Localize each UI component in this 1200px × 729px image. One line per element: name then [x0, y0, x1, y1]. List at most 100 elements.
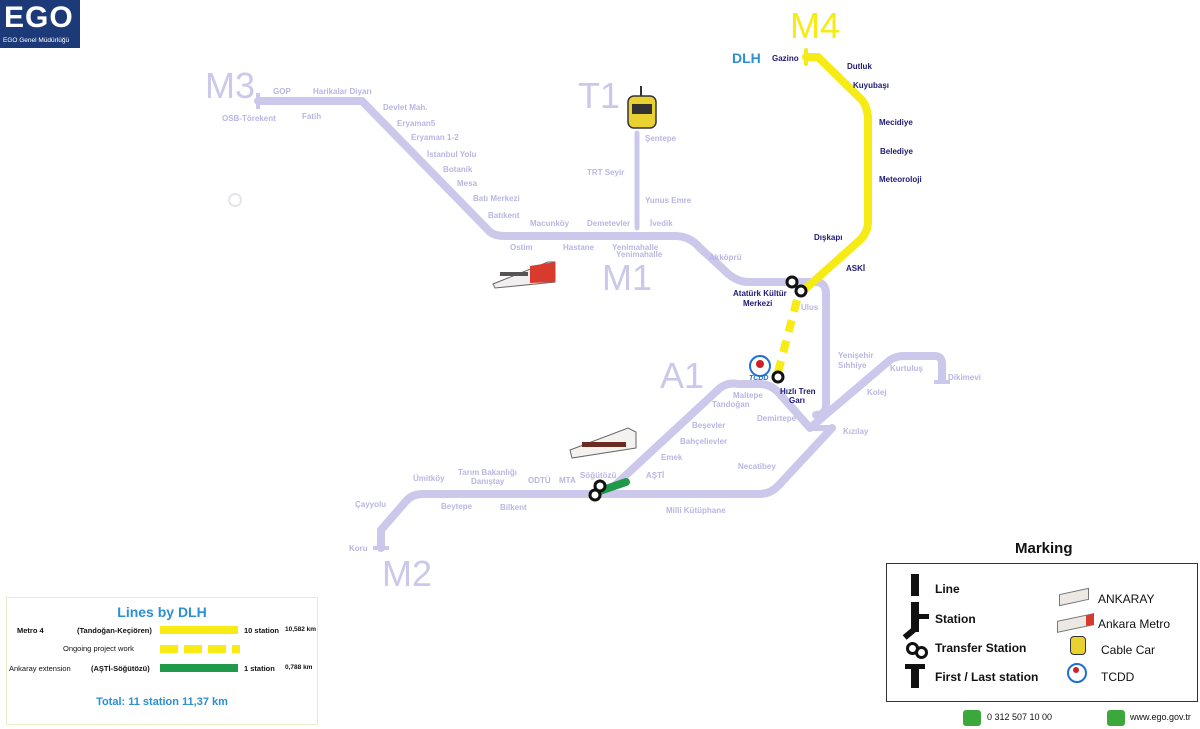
station-label: Ostim — [510, 243, 533, 252]
station-label: Kolej — [867, 388, 887, 397]
station-label: Batı Merkezi — [473, 194, 520, 203]
first-last-symbol-icon — [911, 664, 919, 688]
legend-first-last: First / Last station — [935, 670, 1039, 684]
station-label: Tarım Bakanlığı — [458, 468, 517, 477]
transfer-symbol-icon — [902, 626, 918, 640]
row-name: Ongoing project work — [63, 644, 134, 653]
station-label: MTA — [559, 476, 576, 485]
station-label: Ümitköy — [413, 474, 445, 483]
metro-icon — [1057, 613, 1094, 633]
line-symbol-icon — [911, 574, 919, 596]
station-label: Milli Kütüphane — [666, 506, 726, 515]
line-label-m1: M1 — [602, 257, 652, 298]
station-label: Gazino — [772, 54, 799, 63]
station-label: Akköprü — [709, 253, 742, 262]
station-label: Fatih — [302, 112, 321, 121]
m1-line — [486, 228, 830, 419]
row-route: (AŞTİ-Söğütözü) — [91, 664, 150, 673]
legend-line: Line — [935, 582, 960, 596]
line-label-m2: M2 — [382, 553, 432, 594]
station-label: OSB-Törekent — [222, 114, 276, 123]
phone-icon — [963, 710, 981, 726]
station-label: Yenimahalle — [612, 243, 659, 252]
station-label: Macunköy — [530, 219, 570, 228]
panel-title: Lines by DLH — [117, 604, 207, 620]
panel-row-ongoing: Ongoing project work — [7, 644, 317, 658]
logo-brand: EGO — [4, 1, 74, 34]
panel-total: Total: 11 station 11,37 km — [96, 696, 228, 708]
row-stations: 1 station — [244, 664, 275, 673]
line-label-t1: T1 — [578, 75, 620, 116]
station-label: Çayyolu — [355, 500, 386, 509]
ankaray-icon — [1059, 587, 1089, 607]
row-swatch-dash — [208, 645, 226, 653]
row-swatch-dash — [232, 645, 240, 653]
station-label: Bilkent — [500, 503, 527, 512]
station-label: Emek — [661, 453, 683, 462]
station-label: TRT Seyir — [587, 168, 624, 177]
station-label: Dutluk — [847, 62, 872, 71]
station-label: Tandoğan — [712, 400, 750, 409]
station-label: Koru — [349, 544, 368, 553]
email-icon — [1107, 710, 1125, 726]
station-label: Danıştay — [471, 477, 505, 486]
station-label: Beşevler — [692, 421, 725, 430]
station-label: Maltepe — [733, 391, 763, 400]
tcdd-icon — [1067, 663, 1087, 683]
station-label: ASKİ — [846, 264, 865, 273]
line-label-a1: A1 — [660, 355, 704, 396]
station-label: GOP — [273, 87, 291, 96]
station-label: Kuyubaşı — [853, 81, 889, 90]
row-name: Ankaray extension — [9, 664, 71, 673]
row-stations: 10 station — [244, 626, 280, 635]
metro-train-icon — [492, 261, 556, 289]
station-label: Yunus Emre — [645, 196, 692, 205]
station-label: İstanbul Yolu — [427, 150, 477, 159]
station-label: Belediye — [880, 147, 913, 156]
station-label: Hastane — [563, 243, 595, 252]
station-label: Yenişehir — [838, 351, 874, 360]
m2-line — [377, 424, 836, 552]
footer-web[interactable]: www.ego.gov.tr — [1130, 712, 1191, 722]
station-label: Dikimevi — [948, 373, 981, 382]
marking-legend: Line Station Transfer Station First / La… — [886, 563, 1198, 702]
transfer-stations — [588, 275, 808, 502]
panel-row-ankaray: Ankaray extension (AŞTİ-Söğütözü) 1 stat… — [7, 664, 317, 678]
ankaray-train-icon — [569, 427, 637, 459]
station-label: Mecidiye — [879, 118, 913, 127]
station-label: Söğütözü — [580, 471, 617, 480]
m4-network — [773, 48, 872, 378]
m4-line — [800, 53, 872, 294]
row-swatch-green — [160, 664, 238, 672]
station-label: Batıkent — [488, 211, 520, 220]
station-label: Mesa — [457, 179, 478, 188]
legend-metro: Ankara Metro — [1098, 617, 1171, 631]
existing-network — [254, 97, 946, 552]
legend-title: Marking — [1015, 540, 1073, 557]
station-label: Atatürk Kültür — [733, 289, 787, 298]
tcdd-icon: TCDD — [749, 355, 771, 382]
footer-phone: 0 312 507 10 00 — [987, 712, 1053, 722]
station-label: Dışkapı — [814, 233, 842, 242]
station-label: Harikalar Diyarı — [313, 87, 372, 96]
tcdd-dot-icon — [1073, 667, 1079, 673]
station-label: AŞTİ — [646, 471, 664, 480]
station-label: Eryaman 1-2 — [411, 133, 459, 142]
row-km: 0,788 km — [285, 664, 313, 671]
legend-cable: Cable Car — [1101, 643, 1156, 657]
station-label: Beytepe — [441, 502, 473, 511]
logo-subtitle: EGO Genel Müdürlüğü — [3, 37, 70, 44]
legend-tcdd: TCDD — [1101, 670, 1135, 684]
station-label: Necatibey — [738, 462, 776, 471]
row-swatch-yellow — [160, 626, 238, 634]
station-label: İvedik — [650, 219, 673, 228]
lines-by-dlh-panel: Lines by DLH Metro 4 (Tandoğan-Keçiören)… — [6, 597, 318, 725]
dlh-label: DLH — [732, 50, 761, 66]
legend-ankaray: ANKARAY — [1098, 592, 1155, 606]
station-label: Devlet Mah. — [383, 103, 427, 112]
transfer-ring-icon — [915, 646, 928, 659]
row-km: 10,582 km — [285, 626, 317, 633]
m3-line — [254, 97, 494, 236]
cable-car-icon — [627, 86, 657, 129]
